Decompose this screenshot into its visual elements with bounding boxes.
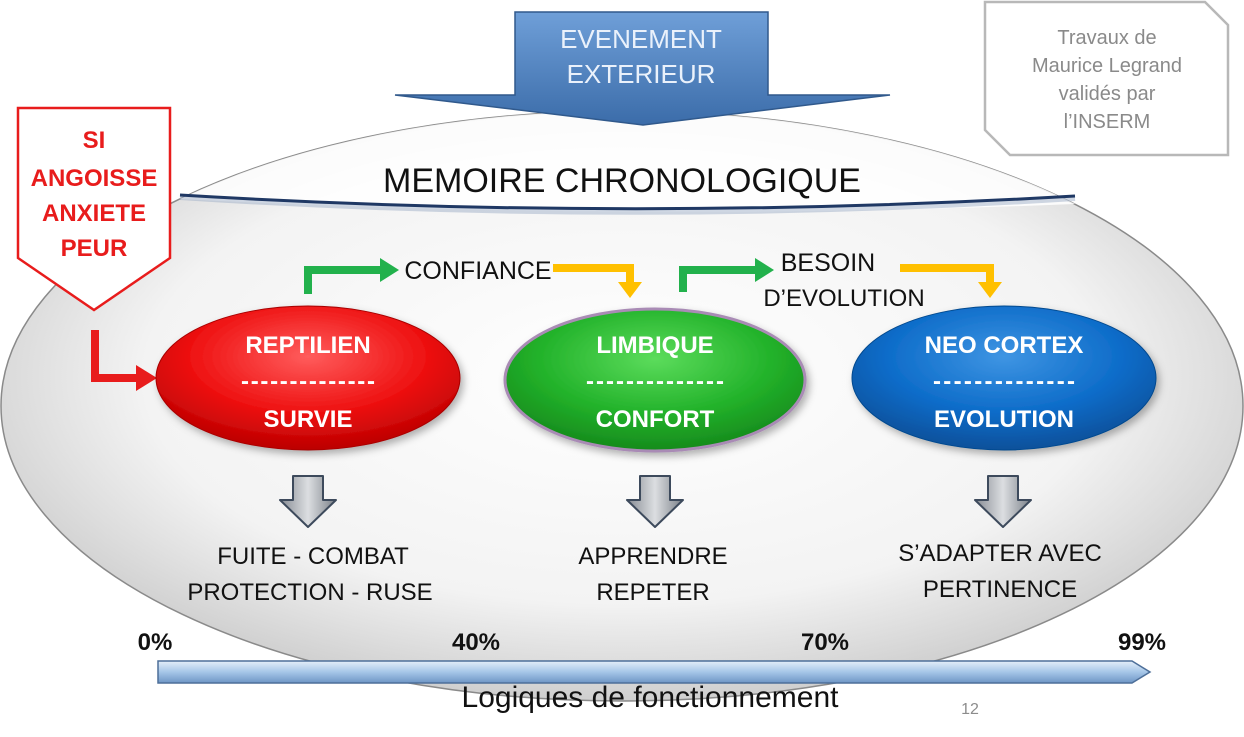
scale-tick-40: 40% bbox=[452, 629, 500, 656]
warning-line3: ANXIETE bbox=[42, 200, 146, 227]
memory-header-line bbox=[179, 193, 1076, 211]
confidence-arrowhead-yellow bbox=[618, 282, 642, 298]
reptilian-down-arrow bbox=[279, 475, 337, 528]
limbic-down-arrow bbox=[626, 475, 684, 528]
scale-tick-0: 0% bbox=[138, 629, 173, 656]
confidence-label: CONFIANCE bbox=[404, 257, 551, 285]
reptilian-name: REPTILIEN bbox=[245, 332, 370, 359]
limbic-brain: LIMBIQUE -------------- CONFORT bbox=[503, 307, 807, 453]
warning-box bbox=[16, 106, 172, 312]
reptilian-brain: REPTILIEN -------------- SURVIE bbox=[155, 305, 461, 451]
memory-title: MEMOIRE CHRONOLOGIQUE bbox=[383, 162, 861, 200]
reptilian-outcome-line1: FUITE - COMBAT bbox=[217, 543, 409, 570]
source-note-line1: Travaux de bbox=[1057, 27, 1156, 49]
source-note-line4: l’INSERM bbox=[1064, 111, 1151, 133]
limbic-outcome-line1: APPRENDRE bbox=[578, 543, 727, 570]
scale-tick-70: 70% bbox=[801, 629, 849, 656]
warning-arrowhead bbox=[136, 365, 157, 391]
warning-line2: ANGOISSE bbox=[31, 165, 158, 192]
warning-line1: SI bbox=[83, 127, 106, 154]
event-arrow-line1: EVENEMENT bbox=[560, 24, 722, 54]
neocortex-down-arrow bbox=[974, 475, 1032, 528]
source-note-line3: validés par bbox=[1059, 83, 1156, 105]
neocortex-ellipse bbox=[851, 305, 1157, 451]
evolution-need-arrow-yellow bbox=[900, 264, 994, 284]
neocortex-name: NEO CORTEX bbox=[925, 332, 1084, 359]
evolution-need-arrowhead-yellow bbox=[978, 282, 1002, 298]
limbic-name: LIMBIQUE bbox=[596, 332, 713, 359]
memory-header-shape bbox=[180, 111, 1075, 212]
neocortex-outcome-line1: S’ADAPTER AVEC bbox=[898, 540, 1102, 567]
evolution-need-arrowhead-green bbox=[755, 258, 774, 282]
reptilian-outcome-line2: PROTECTION - RUSE bbox=[187, 579, 432, 606]
neocortex-outcome-line2: PERTINENCE bbox=[923, 576, 1077, 603]
neocortex-state: EVOLUTION bbox=[934, 406, 1074, 433]
reptilian-divider: -------------- bbox=[241, 368, 375, 395]
evolution-need-label-line1: BESOIN bbox=[781, 249, 875, 277]
neocortex-brain: NEO CORTEX -------------- EVOLUTION bbox=[851, 305, 1157, 451]
scale-tick-99: 99% bbox=[1118, 629, 1166, 656]
confidence-arrow-yellow bbox=[553, 264, 634, 284]
warning-line4: PEUR bbox=[61, 235, 128, 262]
source-note-box bbox=[983, 0, 1230, 157]
event-arrow bbox=[394, 11, 891, 126]
warning-to-reptilian-arrow bbox=[91, 330, 138, 382]
source-note-line2: Maurice Legrand bbox=[1032, 55, 1182, 77]
memory-header-shadow bbox=[179, 194, 1076, 215]
limbic-ellipse bbox=[503, 307, 807, 453]
limbic-outcome-line2: REPETER bbox=[596, 579, 709, 606]
event-arrow-line2: EXTERIEUR bbox=[567, 59, 716, 89]
evolution-need-arrow-green bbox=[679, 266, 757, 292]
reptilian-state: SURVIE bbox=[264, 406, 353, 433]
reptilian-ellipse bbox=[155, 305, 461, 451]
limbic-state: CONFORT bbox=[596, 406, 715, 433]
confidence-arrowhead-green bbox=[380, 258, 399, 282]
scale-bar-arrow bbox=[157, 660, 1152, 684]
evolution-need-label-line2: D’EVOLUTION bbox=[763, 285, 924, 312]
page-number: 12 bbox=[961, 701, 979, 718]
scale-label: Logiques de fonctionnement bbox=[462, 681, 840, 714]
confidence-arrow-green bbox=[304, 266, 382, 294]
